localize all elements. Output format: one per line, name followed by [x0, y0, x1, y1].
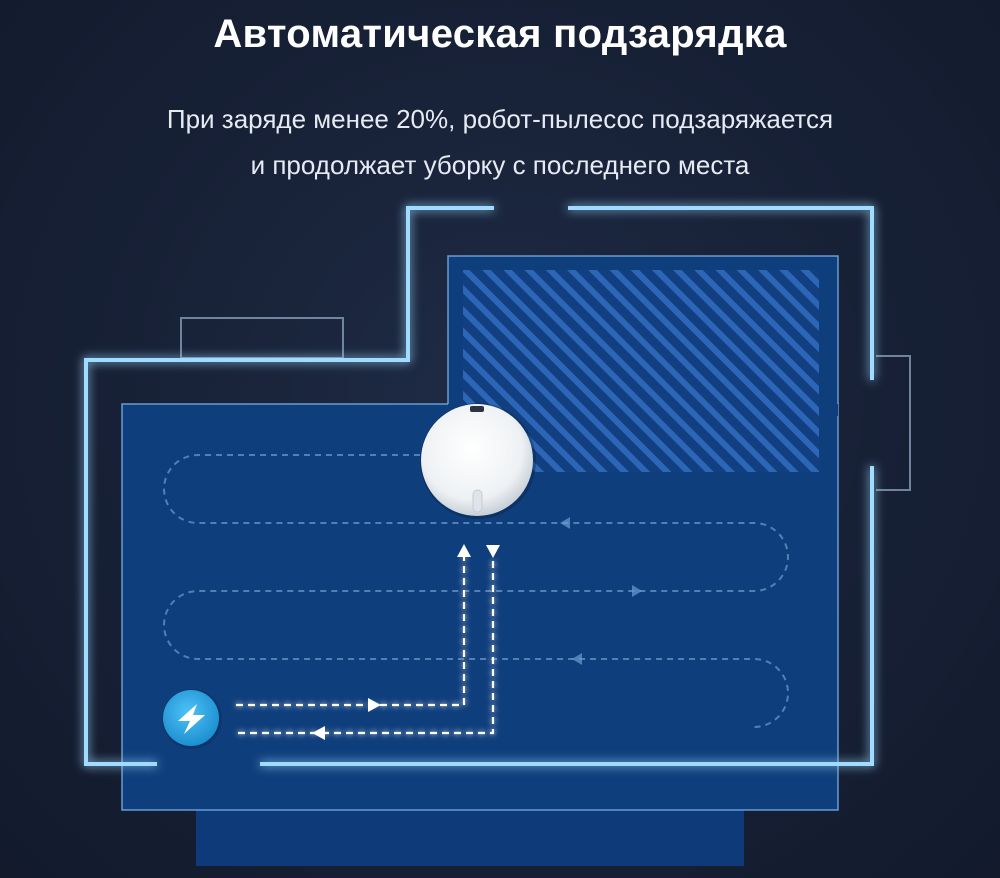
subtitle-line-2: и продолжает уборку с последнего места: [250, 150, 750, 180]
return-route-arrows: [312, 544, 500, 740]
wall-nook-left: [180, 317, 344, 359]
cleaning-route: [163, 454, 789, 728]
route-arrows: [560, 517, 642, 665]
arrow-down: [486, 545, 500, 558]
wall-right-lower: [260, 466, 874, 766]
arrow-left: [312, 726, 325, 740]
charging-dock-icon: [162, 689, 222, 749]
floor-strip: [196, 808, 744, 866]
route-arrow-1: [560, 517, 570, 529]
route-arrow-2: [632, 585, 642, 597]
arrow-up: [457, 544, 471, 557]
robot-vacuum-icon: [420, 403, 536, 519]
page-subtitle: При заряде менее 20%, робот-пылесос подз…: [0, 96, 1000, 188]
wall-top-right: [568, 206, 874, 380]
page-title: Автоматическая подзарядка: [213, 12, 787, 56]
arrow-right: [368, 698, 381, 712]
subtitle-line-1: При заряде менее 20%, робот-пылесос подз…: [166, 104, 834, 134]
glowing-walls: [84, 206, 874, 766]
wall-nook-right: [876, 355, 911, 491]
wall-top-left: [84, 206, 494, 766]
route-arrow-3: [572, 653, 582, 665]
